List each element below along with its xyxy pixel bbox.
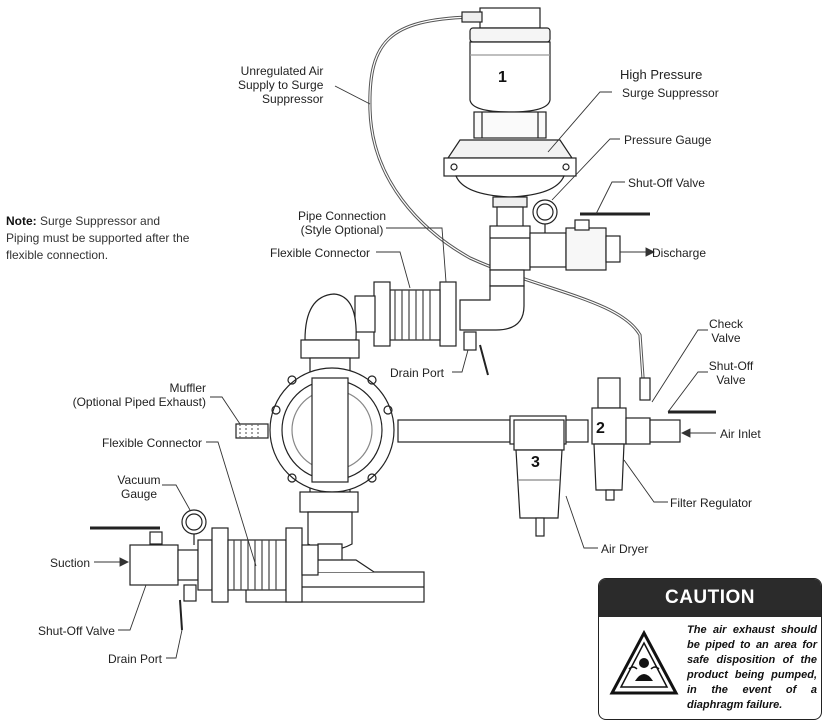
label-shutoff-valve-bottom: Shut-Off Valve bbox=[38, 624, 115, 638]
discharge-piping bbox=[459, 199, 650, 331]
label-flexible-connector-top: Flexible Connector bbox=[270, 246, 371, 260]
note-text: Surge Suppressor and Piping must be supp… bbox=[6, 214, 190, 262]
surge-suppressor bbox=[443, 7, 577, 208]
air-dryer bbox=[513, 419, 565, 537]
label-suction: Suction bbox=[50, 556, 91, 570]
leader-lines bbox=[94, 85, 716, 659]
label-surge-suppressor: Surge Suppressor bbox=[622, 86, 719, 100]
flexible-connector-top bbox=[354, 281, 489, 376]
label-flexible-connector-bottom: Flexible Connector bbox=[102, 436, 203, 450]
filter-regulator bbox=[591, 377, 716, 501]
item-number-3: 3 bbox=[531, 454, 540, 471]
caution-box: CAUTION The air exhaust should be piped … bbox=[598, 578, 822, 720]
caution-text: The air exhaust should be piped to an ar… bbox=[687, 624, 817, 711]
label-filter-regulator: Filter Regulator bbox=[670, 496, 753, 510]
item-number-1: 1 bbox=[498, 69, 507, 86]
label-high-pressure: High Pressure bbox=[620, 67, 703, 82]
label-air-dryer: Air Dryer bbox=[601, 542, 649, 556]
label-muffler: Muffler(Optional Piped Exhaust) bbox=[72, 381, 206, 409]
label-shutoff-valve-top: Shut-Off Valve bbox=[628, 176, 705, 190]
pump-body bbox=[245, 293, 425, 603]
note-bold: Note: bbox=[6, 214, 37, 228]
support-note: Note: Surge Suppressor and Piping must b… bbox=[6, 213, 196, 264]
suction-piping bbox=[90, 509, 319, 631]
item-number-2: 2 bbox=[596, 420, 605, 437]
caution-title: CAUTION bbox=[599, 579, 821, 617]
label-pressure-gauge: Pressure Gauge bbox=[624, 133, 712, 147]
warning-triangle-icon bbox=[609, 629, 679, 695]
label-air-inlet: Air Inlet bbox=[720, 427, 761, 441]
muffler bbox=[235, 423, 269, 439]
label-drain-port-bottom: Drain Port bbox=[108, 652, 163, 666]
label-pipe-connection: Pipe Connection(Style Optional) bbox=[297, 209, 387, 237]
label-drain-port-top: Drain Port bbox=[390, 366, 445, 380]
label-discharge: Discharge bbox=[652, 246, 707, 260]
